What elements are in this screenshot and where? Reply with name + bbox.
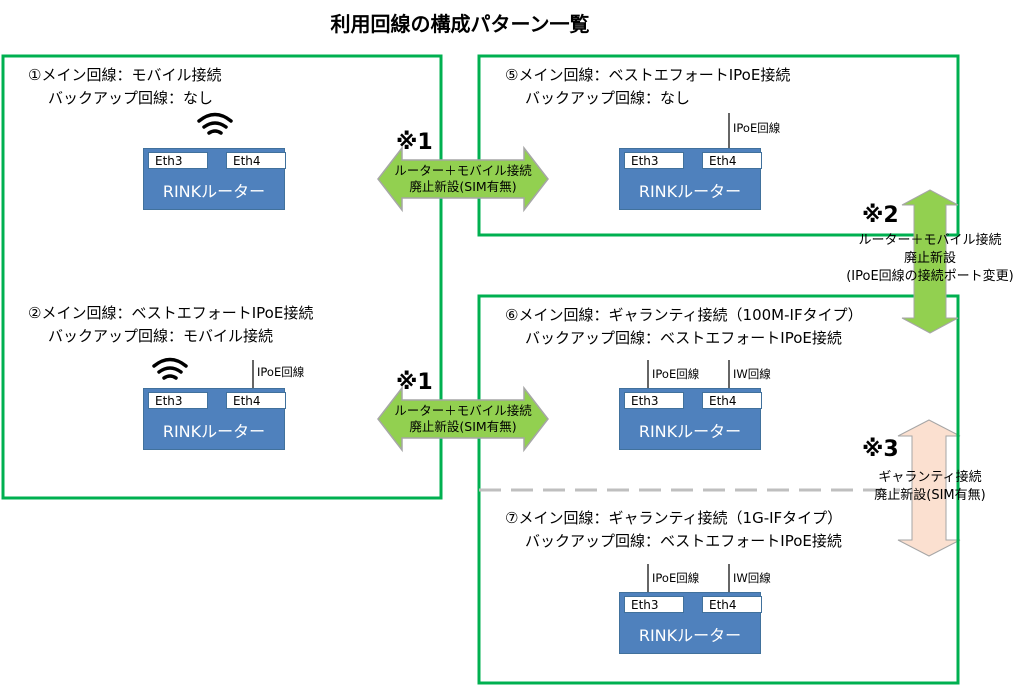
note-line: ルーター＋モバイル接続 [858,233,1002,248]
note3-text: ギャランティ接続廃止新設(SIM有無) [850,469,1010,505]
ipoe-line-label: IPoE回線 [652,571,700,585]
double-arrow-note3 [897,419,961,557]
router-name: RINKルーター [638,422,742,441]
note-line: 廃止新設(SIM有無) [874,488,986,503]
note-line: ルーター＋モバイル接続 [394,163,532,178]
note2-text: ルーター＋モバイル接続廃止新設 (IPoE回線の接続ポート変更) [830,232,1030,286]
note-line: ルーター＋モバイル接続 [394,403,532,418]
note2-mark: ※2 [862,203,899,228]
note-line: 廃止新設(SIM有無) [409,179,517,194]
eth4-port: Eth4 [226,152,286,169]
frame-left [1,54,443,500]
wifi-icon [152,357,188,380]
eth3-port: Eth3 [624,596,684,613]
double-arrow-note1-top [377,145,549,213]
frame-pattern5 [477,54,960,237]
backup-line-label: バックアップ回線：ベストエフォートIPoE接続 [525,329,842,347]
pattern6-caption: ⑥メイン回線：ギャランティ接続（100M-IFタイプ） バックアップ回線：ベストエ… [505,304,863,350]
note-line: ギャランティ接続 [878,470,982,485]
main-line-label: ⑦メイン回線：ギャランティ接続（1G-IFタイプ） [505,509,843,527]
backup-line-label: バックアップ回線：ベストエフォートIPoE接続 [525,532,842,550]
ipoe-line-label: IPoE回線 [733,121,781,135]
note1-mark: ※1 [396,370,433,395]
iw-line-label: IW回線 [733,367,771,381]
note1-text: ルーター＋モバイル接続廃止新設(SIM有無) [383,163,543,195]
eth4-port: Eth4 [226,392,286,409]
eth4-port: Eth4 [702,392,762,409]
iw-line-label: IW回線 [733,571,771,585]
note1-text: ルーター＋モバイル接続廃止新設(SIM有無) [383,403,543,435]
router-name: RINKルーター [638,626,742,645]
double-arrow-note2 [901,189,959,334]
router-name: RINKルーター [162,182,266,201]
backup-line-label: バックアップ回線：なし [525,89,691,107]
eth4-port: Eth4 [702,152,762,169]
ipoe-line-label: IPoE回線 [652,367,700,381]
pattern1-caption: ①メイン回線：モバイル接続バックアップ回線：なし [28,64,221,110]
double-arrow-note1-bottom [377,385,549,453]
wifi-icon [197,112,233,135]
router-name: RINKルーター [162,422,266,441]
ipoe-line-label: IPoE回線 [257,365,305,379]
note1-mark: ※1 [396,130,433,155]
pattern5-caption: ⑤メイン回線：ベストエフォートIPoE接続バックアップ回線：なし [505,64,790,110]
router-name: RINKルーター [638,182,742,201]
connection-lines [252,113,730,592]
eth3-port: Eth3 [624,152,684,169]
note3-mark: ※3 [862,437,899,462]
eth3-port: Eth3 [148,152,208,169]
eth3-port: Eth3 [624,392,684,409]
main-line-label: ⑥メイン回線：ギャランティ接続（100M-IFタイプ） [505,306,863,324]
backup-line-label: バックアップ回線：モバイル接続 [48,327,274,345]
backup-line-label: バックアップ回線：なし [48,89,214,107]
eth4-port: Eth4 [702,596,762,613]
main-line-label: ①メイン回線：モバイル接続 [28,66,222,84]
note-line: 廃止新設 [903,251,956,266]
note-line: (IPoE回線の接続ポート変更) [846,269,1014,284]
main-line-label: ⑤メイン回線：ベストエフォートIPoE接続 [505,66,791,84]
main-line-label: ②メイン回線：ベストエフォートIPoE接続 [28,304,314,322]
note-line: 廃止新設(SIM有無) [409,419,517,434]
eth3-port: Eth3 [148,392,208,409]
pattern2-caption: ②メイン回線：ベストエフォートIPoE接続バックアップ回線：モバイル接続 [28,302,313,348]
page-title: 利用回線の構成パターン一覧 [330,12,590,36]
pattern7-caption: ⑦メイン回線：ギャランティ接続（1G-IFタイプ） バックアップ回線：ベストエフォ… [505,507,842,553]
